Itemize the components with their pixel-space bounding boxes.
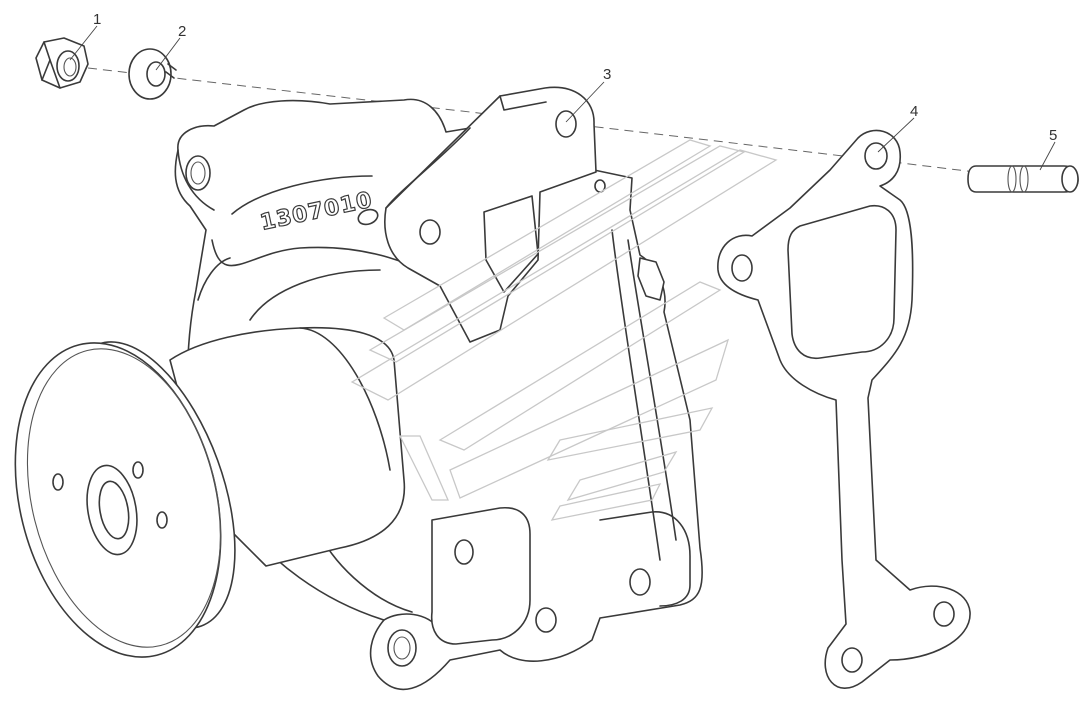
callout-2: 2: [155, 23, 186, 71]
part-5-stud: [967, 165, 1079, 193]
pulley: [14, 326, 406, 658]
callout-3: 3: [565, 66, 611, 123]
part-1-nut: [35, 37, 89, 89]
part-2-washer: [128, 48, 177, 100]
part-4-gasket: [717, 129, 971, 689]
callout-5-label: 5: [1049, 127, 1057, 144]
callout-2-label: 2: [178, 23, 186, 40]
watermark-logo: [350, 139, 778, 521]
callout-3-label: 3: [603, 66, 611, 83]
callout-1-label: 1: [93, 11, 101, 28]
callout-1: 1: [69, 11, 101, 61]
callout-5: 5: [1039, 127, 1057, 171]
callout-4: 4: [877, 103, 918, 153]
callout-4-label: 4: [910, 103, 918, 120]
